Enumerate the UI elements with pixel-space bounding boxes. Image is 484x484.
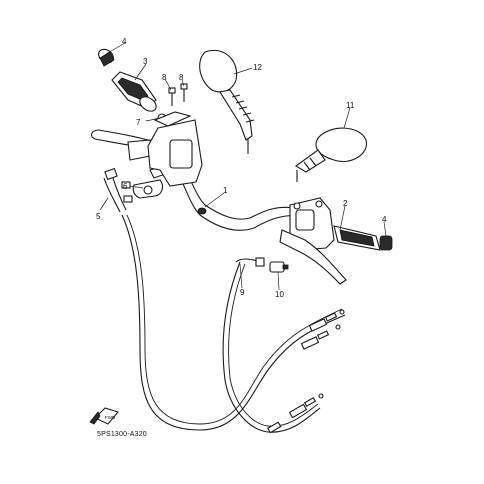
callout-9: 9 xyxy=(240,288,245,297)
callout-5: 5 xyxy=(96,212,101,221)
left-bar-end xyxy=(98,48,115,67)
callout-4-right: 4 xyxy=(382,215,387,224)
fwd-label: FWD xyxy=(105,415,116,420)
callout-3: 3 xyxy=(143,57,148,66)
callout-10: 10 xyxy=(275,290,284,299)
right-bar-end xyxy=(379,235,393,251)
right-switch-assembly xyxy=(279,197,347,285)
callout-11: 11 xyxy=(346,101,355,110)
right-grip xyxy=(333,225,381,251)
leader-lines xyxy=(99,42,387,291)
callout-8-right: 8 xyxy=(179,73,184,82)
callout-8-left: 8 xyxy=(162,73,167,82)
cable-end-fitting-lower xyxy=(267,393,324,434)
screw-pair xyxy=(168,83,188,106)
cable-5-fitting xyxy=(103,167,133,213)
callout-12: 12 xyxy=(253,63,262,72)
throttle-cables xyxy=(121,214,346,433)
callout-labels: 4 3 8 8 7 6 5 1 2 4 9 10 11 12 xyxy=(96,37,387,299)
callout-1: 1 xyxy=(223,186,228,195)
mirror-right xyxy=(295,127,367,182)
cable-adjuster xyxy=(235,257,289,273)
cable-end-fitting-upper xyxy=(300,309,345,350)
handlebar-clamp-mark xyxy=(197,207,207,215)
fwd-arrow-icon: FWD xyxy=(89,407,119,425)
callout-2: 2 xyxy=(343,199,348,208)
drawing-code: 5PS1300-A320 xyxy=(97,431,147,438)
brake-switch xyxy=(269,261,285,273)
callout-7: 7 xyxy=(136,118,141,127)
mirror-left xyxy=(199,49,255,154)
callout-6: 6 xyxy=(123,182,128,191)
left-switch-assembly xyxy=(91,111,203,199)
callout-4-left: 4 xyxy=(122,37,127,46)
left-grip xyxy=(111,71,157,112)
